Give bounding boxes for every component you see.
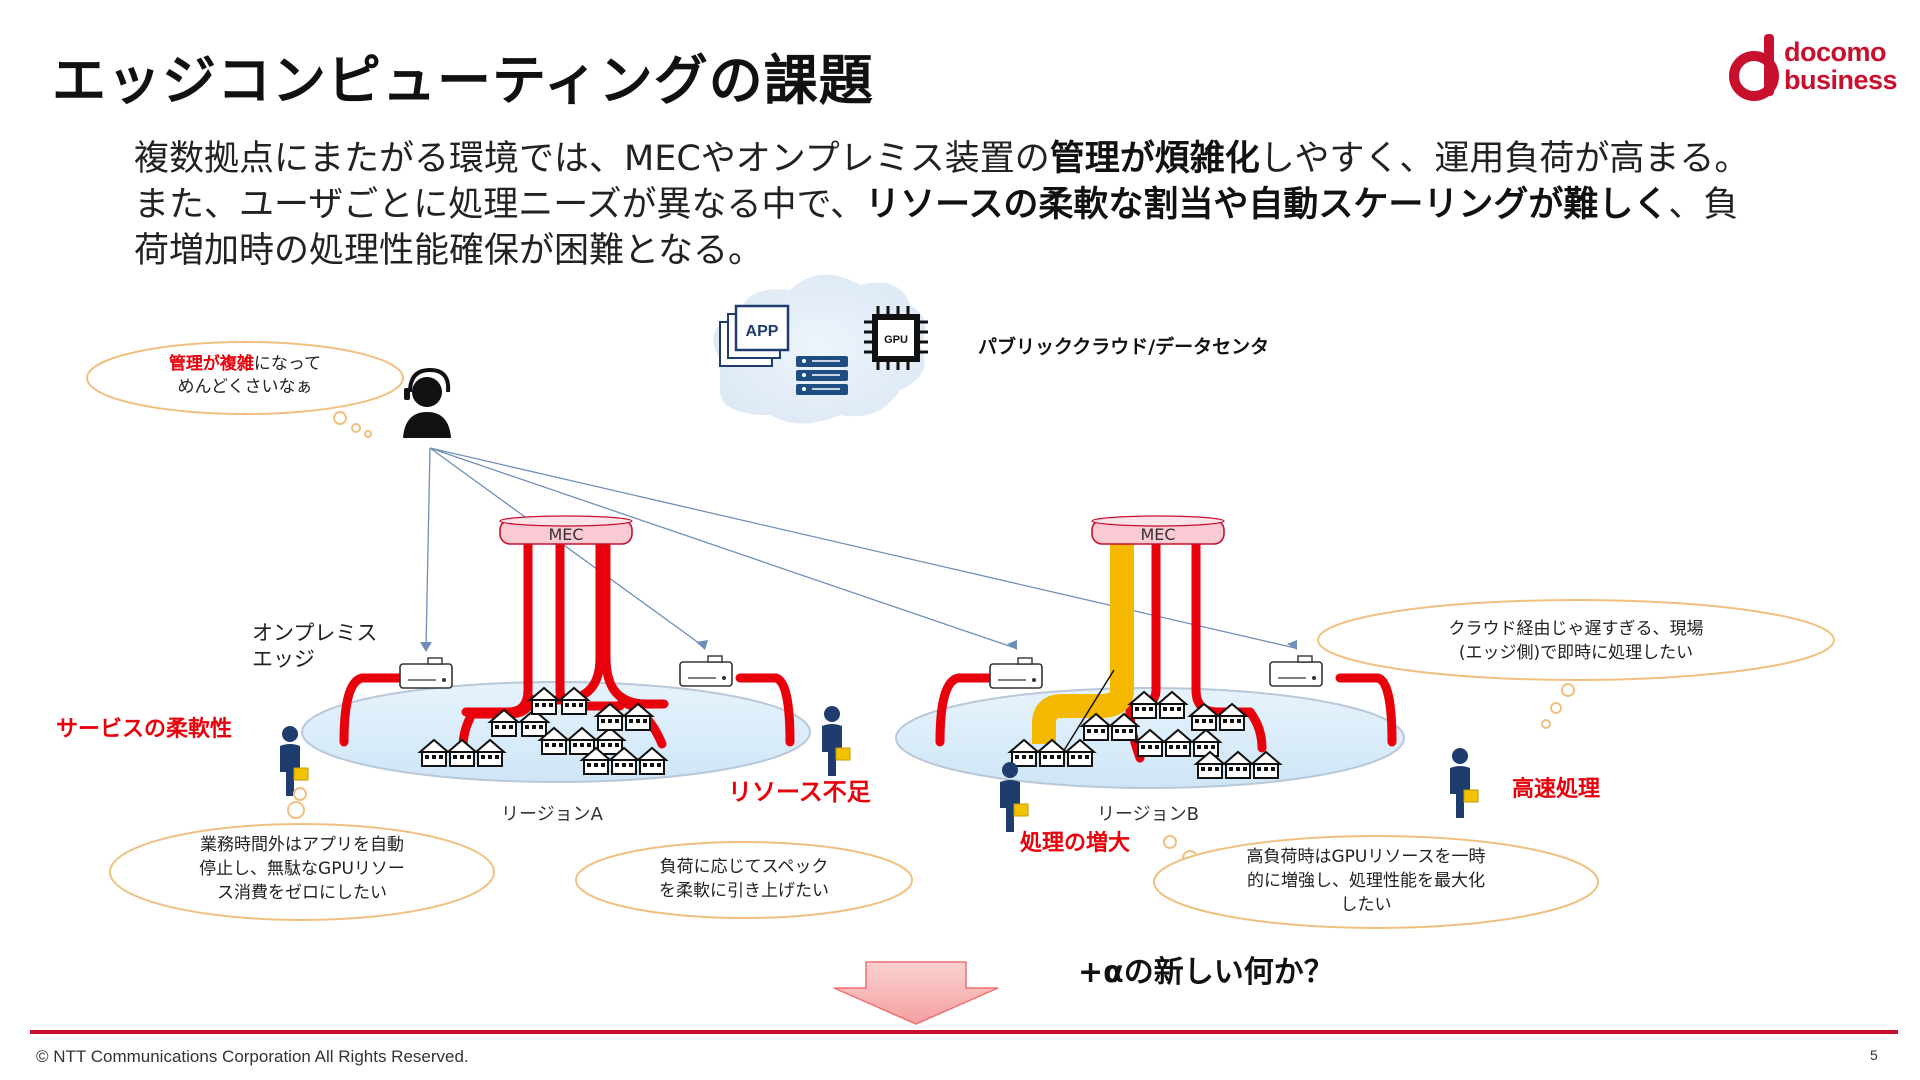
intro-text-3: 、負荷増加時の処理性能確保が困難となる。 xyxy=(134,185,1739,271)
admin-bubble-line2: めんどくさいなぁ xyxy=(178,377,313,397)
cloud-label: パブリッククラウド/データセンタ xyxy=(978,335,1269,358)
bubble-business-hours-line1: 業務時間外はアプリを自動 xyxy=(200,835,404,855)
onprem-label-line1: オンプレミス xyxy=(252,621,377,645)
bubble-business-hours-line2: 停止し、無駄なGPUリソー xyxy=(199,859,405,879)
bubble-high-load: 高負荷時はGPUリソースを一時 的に増強し、処理性能を最大化 したい xyxy=(1153,835,1599,929)
mec-b-label: MEC xyxy=(1140,525,1175,544)
onprem-label-line2: エッジ xyxy=(252,647,315,671)
docomo-d-icon xyxy=(1729,34,1779,101)
label-processing-increase: 処理の増大 xyxy=(1020,830,1130,856)
gpu-chip-icon: GPU xyxy=(864,306,928,370)
label-fast-processing: 高速処理 xyxy=(1512,776,1600,802)
footer-divider xyxy=(30,1030,1898,1034)
bubble-business-hours-line3: ス消費をゼロにしたい xyxy=(217,883,387,903)
region-b-mec: MEC xyxy=(1091,515,1225,545)
app-icon: APP xyxy=(719,304,790,367)
bubble-high-load-line1: 高負荷時はGPUリソースを一時 xyxy=(1246,847,1485,867)
region-b-gpu-pipe xyxy=(1032,544,1134,744)
bubble-load-spec-line1: 負荷に応じてスペック xyxy=(660,857,829,877)
bubble-cloud-slow-line1: クラウド経由じゃ遅すぎる、現場 xyxy=(1449,619,1704,639)
operator-headset-icon xyxy=(403,367,451,438)
slide-title: エッジコンピューティングの課題 xyxy=(52,49,874,112)
copyright-text: © NTT Communications Corporation All Rig… xyxy=(36,1047,469,1066)
user-shortage-icon xyxy=(821,705,851,777)
bubble-load-spec-line2: を柔軟に引き上げたい xyxy=(659,881,829,901)
onprem-server-a1 xyxy=(399,657,453,689)
onprem-server-a2 xyxy=(679,655,733,687)
down-arrow-icon xyxy=(833,961,999,1025)
docomo-business-logo: docomo business xyxy=(1728,32,1898,104)
page-number: 5 xyxy=(1870,1047,1878,1063)
pointer-line xyxy=(1057,669,1115,761)
bubble-cloud-slow: クラウド経由じゃ遅すぎる、現場 (エッジ側)で即時に処理したい xyxy=(1317,599,1835,729)
intro-bold-1: 管理が煩雑化 xyxy=(1049,139,1260,179)
svg-text:管理が複雑になって: 管理が複雑になって xyxy=(169,353,321,374)
gpu-label: GPU xyxy=(884,334,908,346)
management-lines xyxy=(425,447,1296,649)
bubble-business-hours: 業務時間外はアプリを自動 停止し、無駄なGPUリソー ス消費をゼロにしたい xyxy=(109,787,495,921)
logo-line1: docomo xyxy=(1784,37,1887,67)
logo-line2: business xyxy=(1784,65,1898,95)
management-arrowheads xyxy=(420,640,1297,652)
region-b-label: リージョンB xyxy=(1097,804,1199,825)
public-cloud: APP GPU パブリッククラウド/データセンタ xyxy=(713,274,1269,424)
app-label: APP xyxy=(746,323,779,340)
server-rack-icon xyxy=(796,356,848,395)
label-service-flexibility: サービスの柔軟性 xyxy=(56,716,232,742)
intro-bold-2: リソースの柔軟な割当や自動スケーリングが難しく xyxy=(865,185,1669,225)
region-a-label: リージョンA xyxy=(501,804,604,825)
mec-a-label: MEC xyxy=(548,525,583,544)
intro-text-2: しやすく、運用負荷が高まる。また、ユーザごとに処理ニーズが異なる中で、 xyxy=(134,139,1750,225)
label-resource-shortage: リソース不足 xyxy=(728,778,871,806)
bubble-load-spec: 負荷に応じてスペック を柔軟に引き上げたい xyxy=(575,841,913,919)
admin-thought-bubble: 管理が複雑になって めんどくさいなぁ xyxy=(86,341,404,438)
admin-bubble-red: 管理が複雑 xyxy=(169,353,254,374)
user-fast-icon xyxy=(1449,747,1479,819)
alpha-text: +αの新しい何か？ xyxy=(1078,955,1334,990)
bubble-cloud-slow-line2: (エッジ側)で即時に処理したい xyxy=(1459,643,1693,663)
bubble-high-load-line2: 的に増強し、処理性能を最大化 xyxy=(1247,871,1485,891)
region-a-mec: MEC xyxy=(499,515,633,545)
onprem-server-b2 xyxy=(1269,655,1323,687)
onprem-server-b1 xyxy=(989,657,1043,689)
admin-bubble-rest: になって xyxy=(254,354,321,374)
intro-text-1: 複数拠点にまたがる環境では、MECやオンプレミス装置の xyxy=(134,139,1050,179)
intro-paragraph: 複数拠点にまたがる環境では、MECやオンプレミス装置の管理が煩雑化しやすく、運用… xyxy=(134,136,1754,274)
bubble-high-load-line3: したい xyxy=(1341,895,1392,915)
